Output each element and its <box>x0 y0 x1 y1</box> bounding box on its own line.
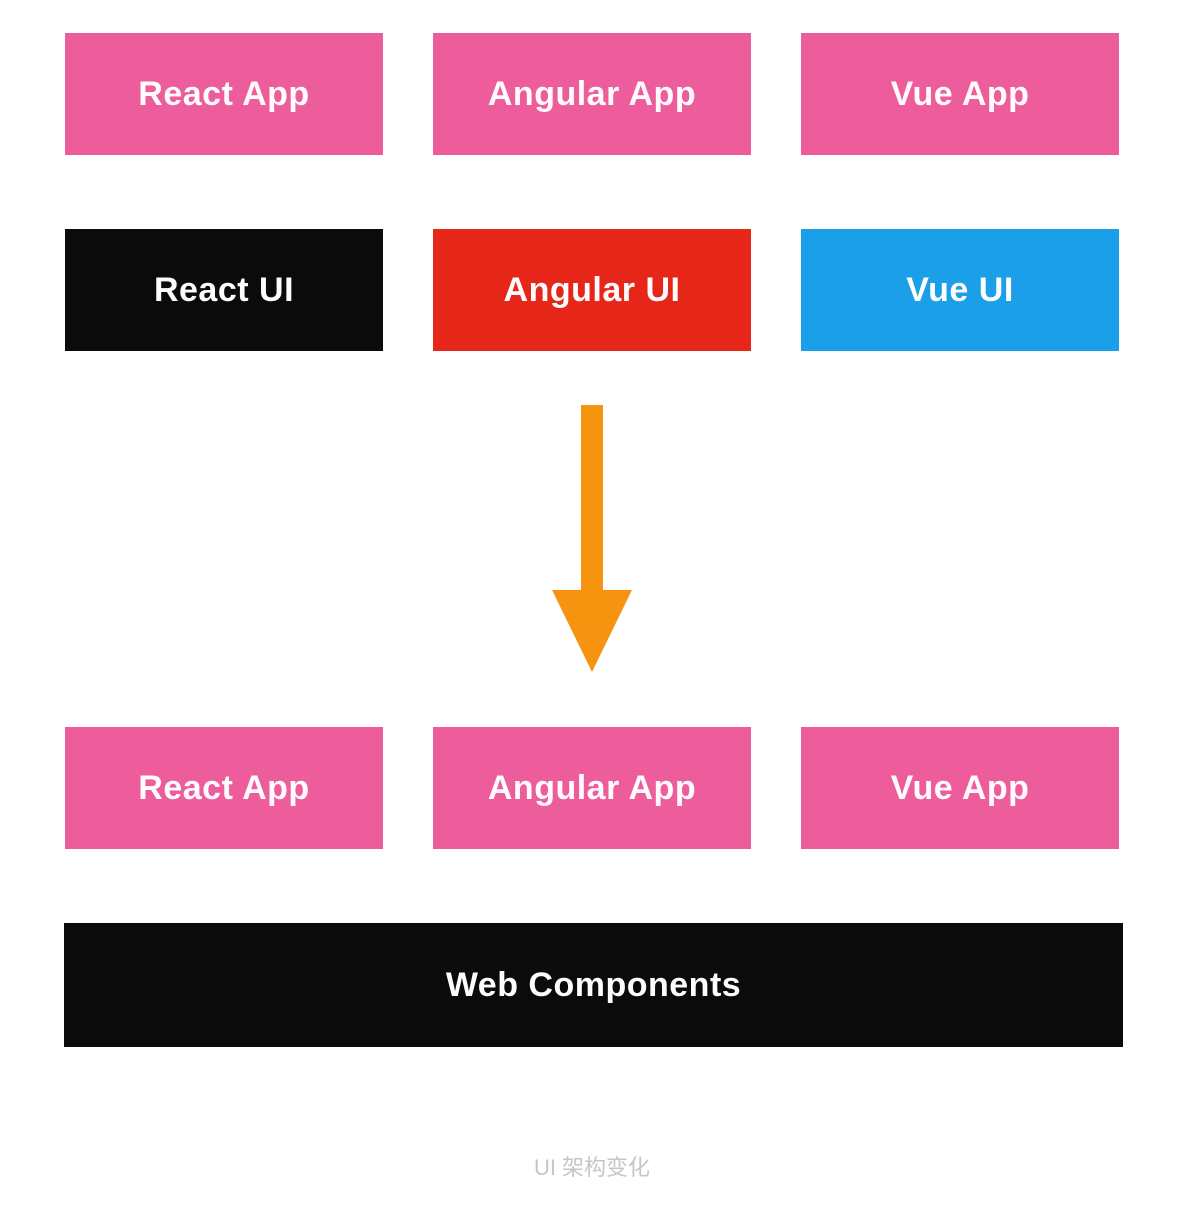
box-react-app-top: React App <box>65 33 383 155</box>
box-angular-app-bottom: Angular App <box>433 727 751 849</box>
box-vue-app-top: Vue App <box>801 33 1119 155</box>
down-arrow-icon <box>552 405 632 672</box>
box-angular-app-top: Angular App <box>433 33 751 155</box>
box-react-app-bottom: React App <box>65 727 383 849</box>
box-web-components: Web Components <box>64 923 1123 1047</box>
ui-library-row: React UI Angular UI Vue UI <box>65 229 1119 351</box>
box-react-ui: React UI <box>65 229 383 351</box>
app-row-bottom: React App Angular App Vue App <box>65 727 1119 849</box>
box-vue-app-bottom: Vue App <box>801 727 1119 849</box>
app-row-top: React App Angular App Vue App <box>65 33 1119 155</box>
diagram-caption: UI 架构变化 <box>533 1155 651 1180</box>
box-vue-ui: Vue UI <box>801 229 1119 351</box>
down-arrow-shaft <box>581 405 603 592</box>
down-arrow-head <box>552 590 632 672</box>
box-angular-ui: Angular UI <box>433 229 751 351</box>
